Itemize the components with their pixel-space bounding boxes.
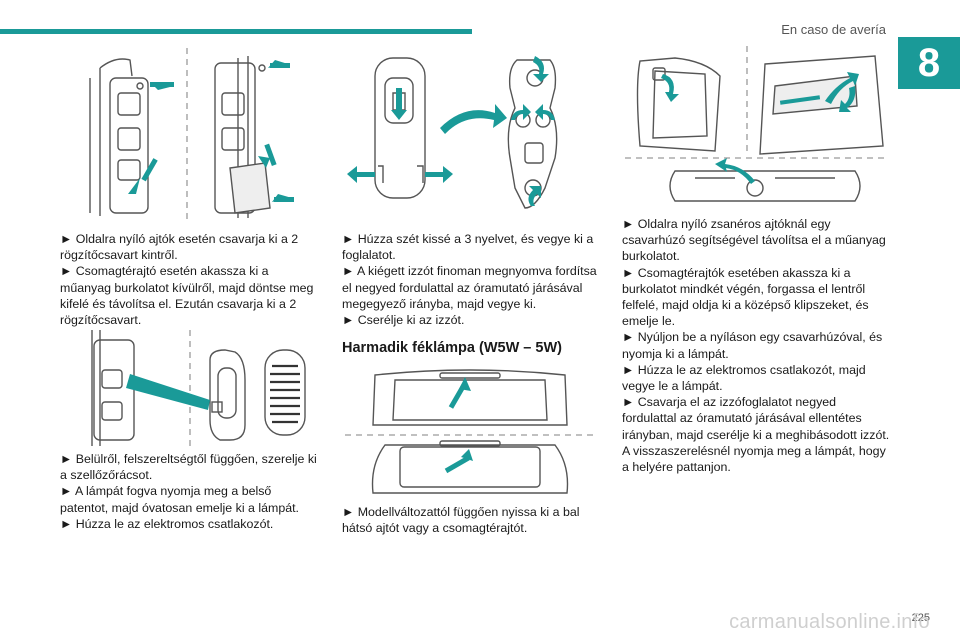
col2-instructions-2: ► Modellváltozattól függően nyissa ki a … — [342, 504, 604, 536]
section-title-third-brake-lamp: Harmadik féklámpa (W5W – 5W) — [342, 340, 562, 356]
col3-step-2: ► Csomagtérajtók esetében akassza ki a b… — [622, 265, 869, 329]
col3-step-5: ► Csavarja el az izzófoglalatot negyed f… — [622, 395, 890, 442]
illustration-ventilation-grille — [70, 330, 310, 446]
col2-step-4: ► Modellváltozattól függően nyissa ki a … — [342, 505, 580, 536]
col2-step-1: ► Húzza szét kissé a 3 nyelvet, és vegye… — [342, 232, 594, 263]
col3-note: A visszaszerelésnél nyomja meg a lámpát,… — [622, 443, 886, 475]
header-accent-bar — [0, 29, 472, 34]
col1-step-5: ► Húzza le az elektromos csatlakozót. — [60, 516, 274, 531]
illustration-rear-lamp-screws — [70, 48, 300, 223]
col1-step-2: ► Csomagtérajtó esetén akassza ki a műan… — [60, 264, 314, 328]
col2-step-2: ► A kiégett izzót finoman megnyomva ford… — [342, 264, 597, 311]
page-header-title: En caso de avería — [781, 22, 886, 37]
illustration-bulb-holder — [345, 48, 585, 223]
chapter-number-tab: 8 — [898, 37, 960, 89]
col2-instructions-1: ► Húzza szét kissé a 3 nyelvet, és vegye… — [342, 231, 604, 328]
col1-step-1: ► Oldalra nyíló ajtók esetén csavarja ki… — [60, 232, 299, 263]
col1-instructions-1: ► Oldalra nyíló ajtók esetén csavarja ki… — [60, 231, 322, 328]
col1-step-3: ► Belülről, felszereltségtől függően, sz… — [60, 452, 317, 483]
watermark: carmanualsonline.info — [729, 611, 930, 633]
col1-instructions-2: ► Belülről, felszereltségtől függően, sz… — [60, 451, 322, 532]
page-number: 225 — [911, 612, 930, 624]
col1-step-4: ► A lámpát fogva nyomja meg a belső pate… — [60, 484, 299, 515]
col2-step-3: ► Cserélje ki az izzót. — [342, 313, 465, 328]
illustration-third-brake-lamp — [625, 46, 887, 206]
col3-step-1: ► Oldalra nyíló zsanéros ajtóknál egy cs… — [622, 217, 886, 264]
col3-instructions: ► Oldalra nyíló zsanéros ajtóknál egy cs… — [622, 216, 892, 475]
col3-step-4: ► Húzza le az elektromos csatlakozót, ma… — [622, 362, 866, 394]
col3-step-3: ► Nyúljon be a nyíláson egy csavarhúzóva… — [622, 330, 883, 361]
illustration-rear-door-tailgate — [345, 365, 595, 500]
